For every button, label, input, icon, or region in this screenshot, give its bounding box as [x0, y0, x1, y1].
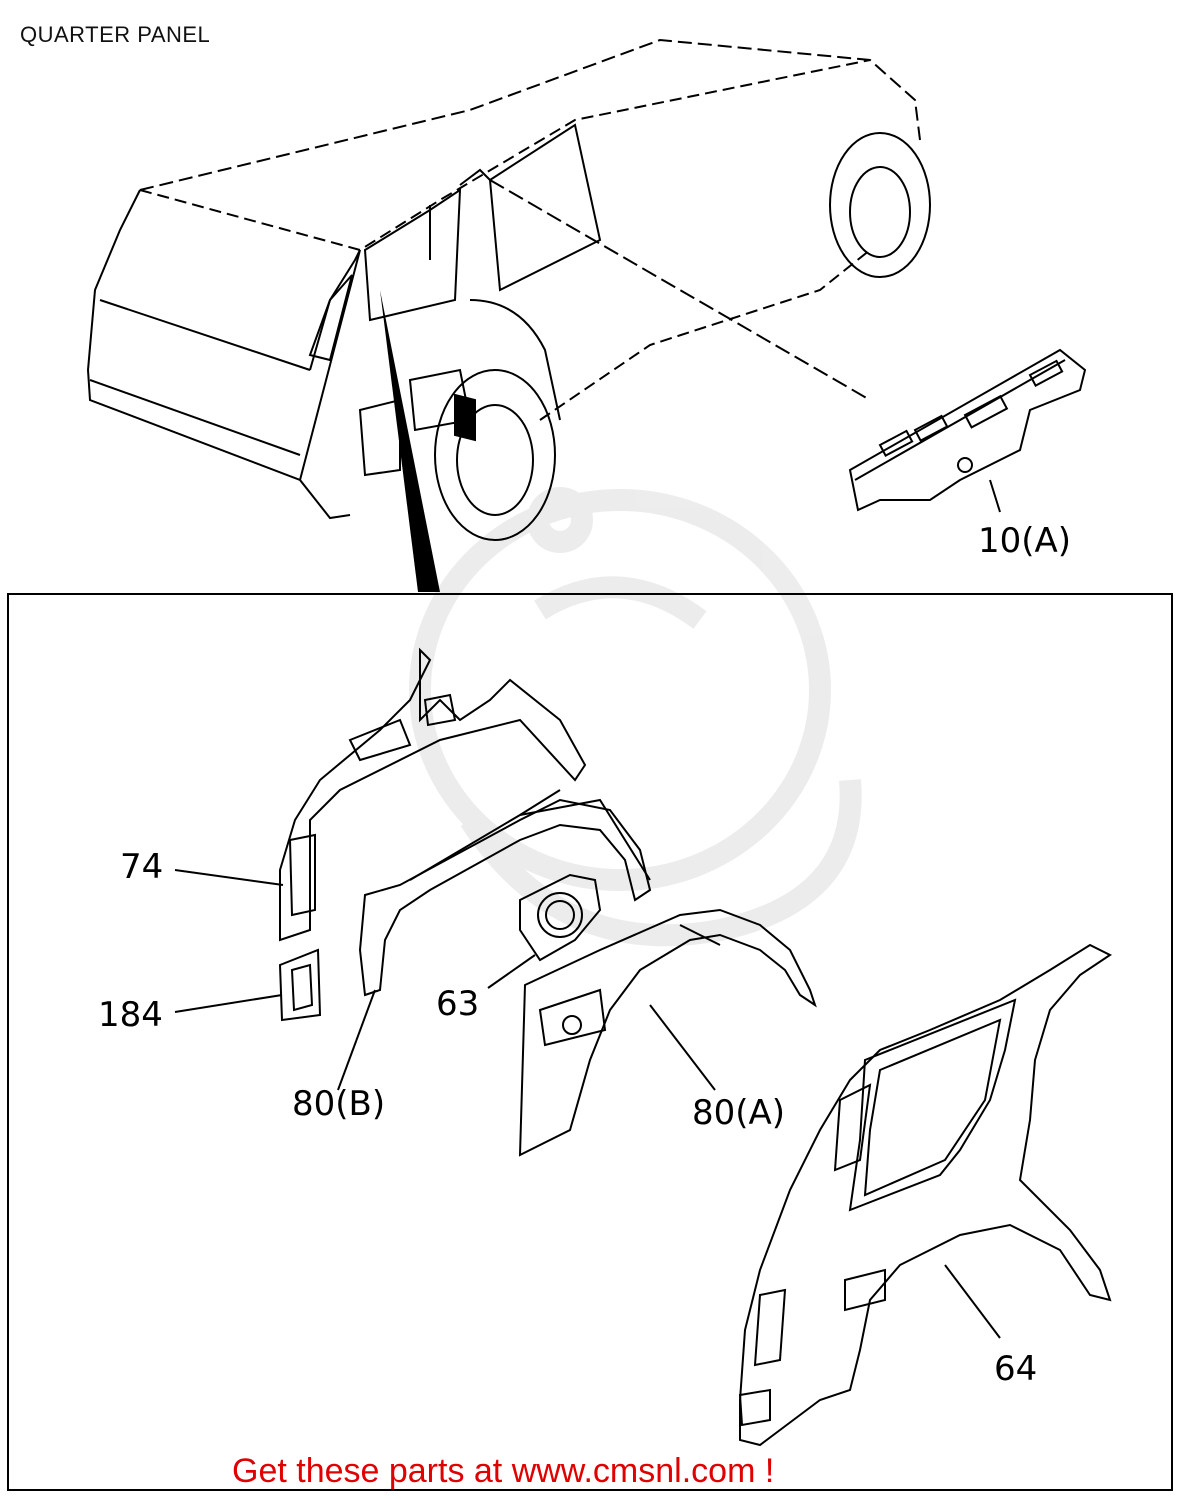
callout-80a: 80(A): [692, 1093, 786, 1133]
part-74-drawing: [279, 647, 587, 942]
part-80b-drawing: [358, 789, 652, 997]
part-64-drawing: [738, 943, 1112, 1447]
page-title: QUARTER PANEL: [20, 22, 211, 47]
callout-64: 64: [994, 1349, 1038, 1389]
vehicle-outline: [86, 38, 931, 541]
part-184-drawing: [278, 948, 322, 1022]
leader-64: [944, 1264, 1001, 1339]
leader-80b: [337, 989, 376, 1091]
callout-74: 74: [120, 847, 164, 887]
part-10a-drawing: [848, 348, 1087, 513]
part-63-drawing: [519, 873, 602, 962]
leader-80a: [649, 1004, 716, 1091]
pointer-arrow: [380, 290, 440, 592]
callout-184: 184: [98, 995, 163, 1035]
part-80a-drawing: [518, 908, 817, 1157]
leader-74: [174, 869, 284, 886]
promo-link[interactable]: Get these parts at www.cmsnl.com !: [232, 1452, 775, 1490]
watermark-logo: [409, 487, 862, 947]
exploded-view-frame: [7, 593, 1173, 1491]
callout-63: 63: [436, 984, 480, 1024]
leader-63: [487, 954, 536, 989]
callout-80b: 80(B): [292, 1084, 386, 1124]
callout-10a: 10(A): [978, 521, 1072, 561]
leader-184: [174, 994, 283, 1013]
